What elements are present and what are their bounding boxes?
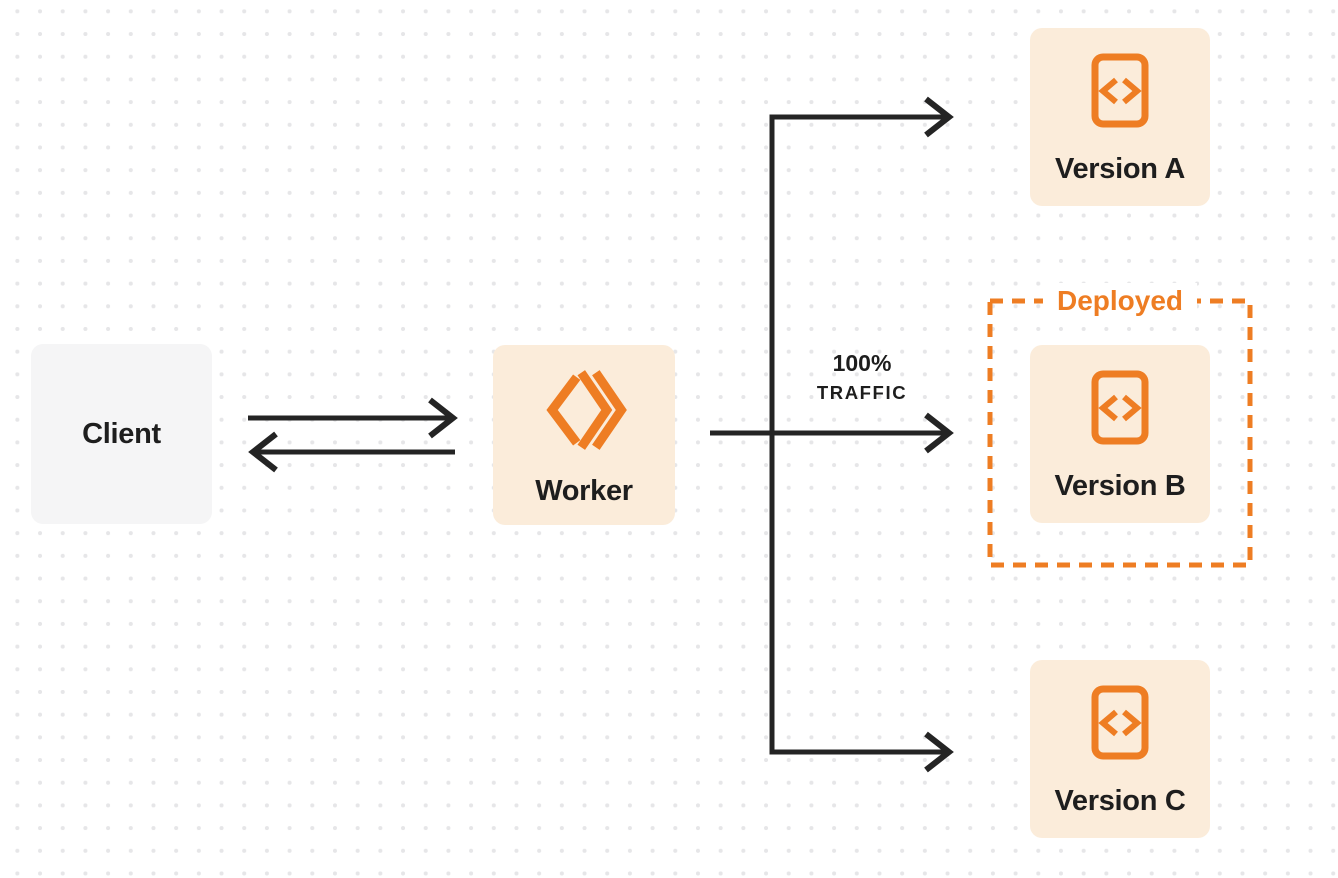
cloudflare-workers-logo-icon: [546, 370, 627, 450]
client-node-label: Client: [82, 417, 161, 450]
version-a-node: Version A: [1030, 28, 1210, 206]
worker-to-client-arrowhead: [248, 431, 278, 473]
version-b-node-label: Version B: [1054, 470, 1186, 502]
version-b-node: Version B: [1030, 345, 1210, 523]
version-a-node-label: Version A: [1055, 153, 1185, 185]
code-file-icon: [1091, 370, 1149, 445]
version-c-node: Version C: [1030, 660, 1210, 838]
traffic-split-line: [769, 114, 946, 755]
deployed-group-label: Deployed: [1042, 283, 1198, 319]
code-file-icon: [1091, 53, 1149, 128]
worker-node: Worker: [493, 345, 675, 525]
code-file-icon: [1091, 685, 1149, 760]
version-c-node-label: Version C: [1054, 785, 1186, 817]
client-node: Client: [31, 344, 212, 524]
worker-node-label: Worker: [535, 475, 633, 507]
version-b-arrowhead: [924, 412, 954, 454]
traffic-word-text: TRAFFIC: [816, 382, 908, 403]
version-a-arrowhead: [924, 96, 954, 138]
client-to-worker-arrowhead: [428, 397, 458, 439]
traffic-percent-text: 100%: [832, 350, 892, 376]
version-c-arrowhead: [924, 731, 954, 773]
traffic-annotation: 100% TRAFFIC: [770, 348, 954, 406]
